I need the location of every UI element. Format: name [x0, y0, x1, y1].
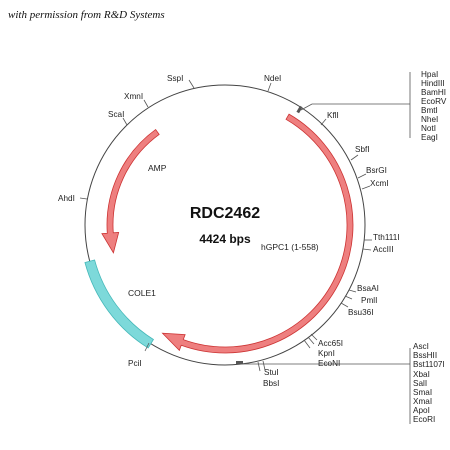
mcs-bottom-marker: [236, 361, 243, 364]
site-pmli: PmlI: [361, 296, 377, 305]
mcs-top-marker: [296, 105, 303, 114]
mcs-bottom-item: SmaI: [413, 388, 432, 397]
amp-arrow: [101, 128, 160, 254]
site-ticks: [79, 79, 372, 372]
site-econi: EcoNI: [318, 359, 340, 368]
mcs-top-item: HindIII: [421, 79, 445, 88]
site-ahdi: AhdI: [58, 194, 75, 203]
mcs-top-item: EagI: [421, 133, 438, 142]
plasmid-backbone: [84, 84, 366, 366]
mcs-top-item: BmtI: [421, 106, 438, 115]
mcs-bottom-item: EcoRI: [413, 415, 435, 424]
plasmid-name: RDC2462: [190, 205, 260, 222]
mcs-top-item: BamHI: [421, 88, 446, 97]
mcs-top-item: NotI: [421, 124, 436, 133]
site-kfli: KflI: [327, 111, 339, 120]
site-sspi: SspI: [167, 74, 183, 83]
mcs-bottom-item: XbaI: [413, 370, 430, 379]
mcs-top-item: EcoRV: [421, 97, 447, 106]
mcs-top-list: HpaI HindIII BamHI EcoRV BmtI NheI NotI …: [421, 70, 447, 142]
site-xmni: XmnI: [124, 92, 143, 101]
site-acc65i: Acc65I: [318, 339, 343, 348]
site-bsu36i: Bsu36I: [348, 308, 374, 317]
site-bbsi: BbsI: [263, 379, 279, 388]
insert-arrow: [161, 113, 354, 354]
credit-note: with permission from R&D Systems: [8, 9, 165, 21]
cole1-label: COLE1: [128, 288, 156, 298]
mcs-bottom-item: XmaI: [413, 397, 432, 406]
mcs-bottom-item: AscI: [413, 342, 429, 351]
insert-label: hGPC1 (1-558): [261, 242, 319, 252]
site-acciii: AccIII: [373, 245, 393, 254]
mcs-bottom-item: Bst1107I: [413, 360, 445, 369]
mcs-top-item: NheI: [421, 115, 438, 124]
site-pcii: PciI: [128, 359, 142, 368]
site-bsaai: BsaAI: [357, 284, 379, 293]
mcs-top-item: HpaI: [421, 70, 438, 79]
mcs-bottom-item: SalI: [413, 379, 427, 388]
mcs-bottom-item: BssHII: [413, 351, 437, 360]
plasmid-size: 4424 bps: [199, 232, 251, 246]
cole1-feature: [84, 259, 155, 349]
site-ndei: NdeI: [264, 74, 281, 83]
mcs-bottom-item: ApoI: [413, 406, 430, 415]
site-tth111i: Tth111I: [373, 233, 400, 242]
site-bsrgi: BsrGI: [366, 166, 387, 175]
site-xcmi: XcmI: [370, 179, 389, 188]
site-sbfi: SbfI: [355, 145, 370, 154]
mcs-brackets: [240, 72, 411, 424]
site-stui: StuI: [264, 368, 279, 377]
site-scai: ScaI: [108, 110, 124, 119]
mcs-bottom-list: AscI BssHII Bst1107I XbaI SalI SmaI XmaI…: [413, 342, 445, 424]
site-kpni: KpnI: [318, 349, 335, 358]
amp-label: AMP: [148, 163, 167, 173]
